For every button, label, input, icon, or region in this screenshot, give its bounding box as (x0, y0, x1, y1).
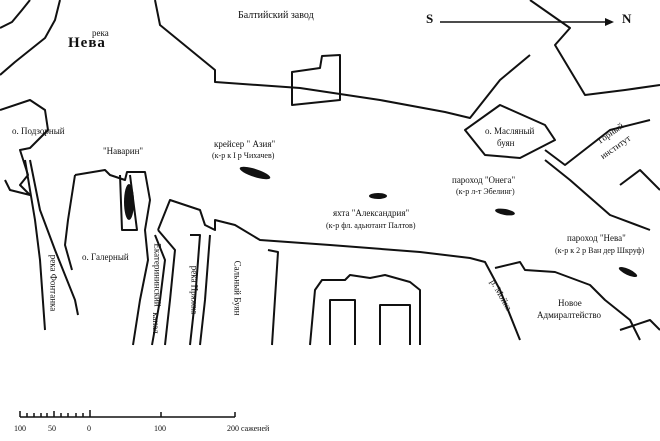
ship-asia (239, 166, 271, 180)
pryazhka-left (189, 234, 201, 346)
alexandria-label: яхта "Александрия" (333, 208, 410, 218)
navarin-label: "Наварин" (103, 146, 144, 156)
asia-captain-label: (к-р к I р Чихачев) (212, 151, 275, 160)
compass-south: S (426, 11, 434, 26)
galerny-label: о. Галерный (82, 252, 129, 262)
maslyany-label-2: буян (497, 138, 515, 148)
fontanka-left (24, 159, 46, 331)
shore-middle (157, 199, 521, 341)
central-block (309, 274, 421, 346)
ekaterininsky-label: Екатерининский (152, 243, 163, 307)
island-podzorny (0, 99, 49, 196)
shoreline-upper-right (529, 0, 660, 96)
ekaterininsky-right (157, 229, 176, 346)
admiralty-right (619, 319, 660, 331)
ship-onega (495, 208, 515, 216)
ship-neva (618, 266, 638, 278)
scale-tick-200: 200 саженей (227, 424, 270, 433)
pryazhka-label: река Пряжка (189, 265, 200, 315)
scale-tick-0: 0 (87, 424, 91, 433)
admiralty-label: Новое (558, 298, 582, 308)
neva-ship-captain-label: (к-р к 2 р Ван дер Шкруф) (555, 246, 645, 255)
onega-captain-label: (к-р л-т Эбелинг) (456, 187, 515, 196)
island-galerny (74, 169, 151, 346)
scale-bar (19, 410, 236, 418)
onega-label: пароход "Онега" (452, 175, 516, 185)
river-neva-label: Нева (68, 35, 106, 51)
shoreline-baltic (154, 0, 531, 119)
shoreline-top-left (0, 0, 61, 76)
ship-alexandria (369, 193, 387, 199)
fontanka-label: река Фонтанка (48, 254, 59, 312)
gorny-block (544, 119, 651, 166)
salny-buyan-label: Сальный Буян (232, 260, 243, 316)
ekaterininsky-left (151, 234, 166, 346)
podzorny-label: о. Подзорный (12, 126, 65, 136)
salny-right (267, 249, 279, 346)
kanal-label: канал (150, 312, 161, 334)
scale-tick-100: 100 (154, 424, 166, 433)
baltic-plant-label: Балтийский завод (238, 10, 314, 21)
admiralty-label-2: Адмиралтейство (537, 310, 602, 320)
ship-navarin (124, 184, 134, 220)
central-block-inner (329, 299, 356, 345)
alexandria-captain-label: (к-р фл. адьютант Палтов) (326, 221, 416, 230)
shoreline-right-diagonal (544, 159, 651, 231)
pryazhka-right (199, 234, 211, 346)
shoreline-top-left-2 (0, 0, 31, 29)
scale-tick-50: 50 (48, 424, 56, 433)
island-maslyany (464, 104, 556, 159)
central-block-inner-2 (379, 304, 411, 345)
fontanka-right (29, 159, 79, 316)
building-baltic-block (291, 54, 341, 106)
scale-tick-100-left: 100 (14, 424, 26, 433)
asia-label: крейсер " Азия" (214, 139, 276, 149)
new-admiralty (494, 261, 641, 341)
right-jetty (619, 169, 660, 191)
compass-arrowhead (605, 18, 614, 26)
compass-north: N (622, 11, 632, 26)
river-neva-word: река (92, 28, 109, 38)
maslyany-label: о. Масляный (485, 126, 535, 136)
neva-ship-label: пароход "Нева" (567, 233, 626, 243)
galerny-west (64, 174, 76, 271)
